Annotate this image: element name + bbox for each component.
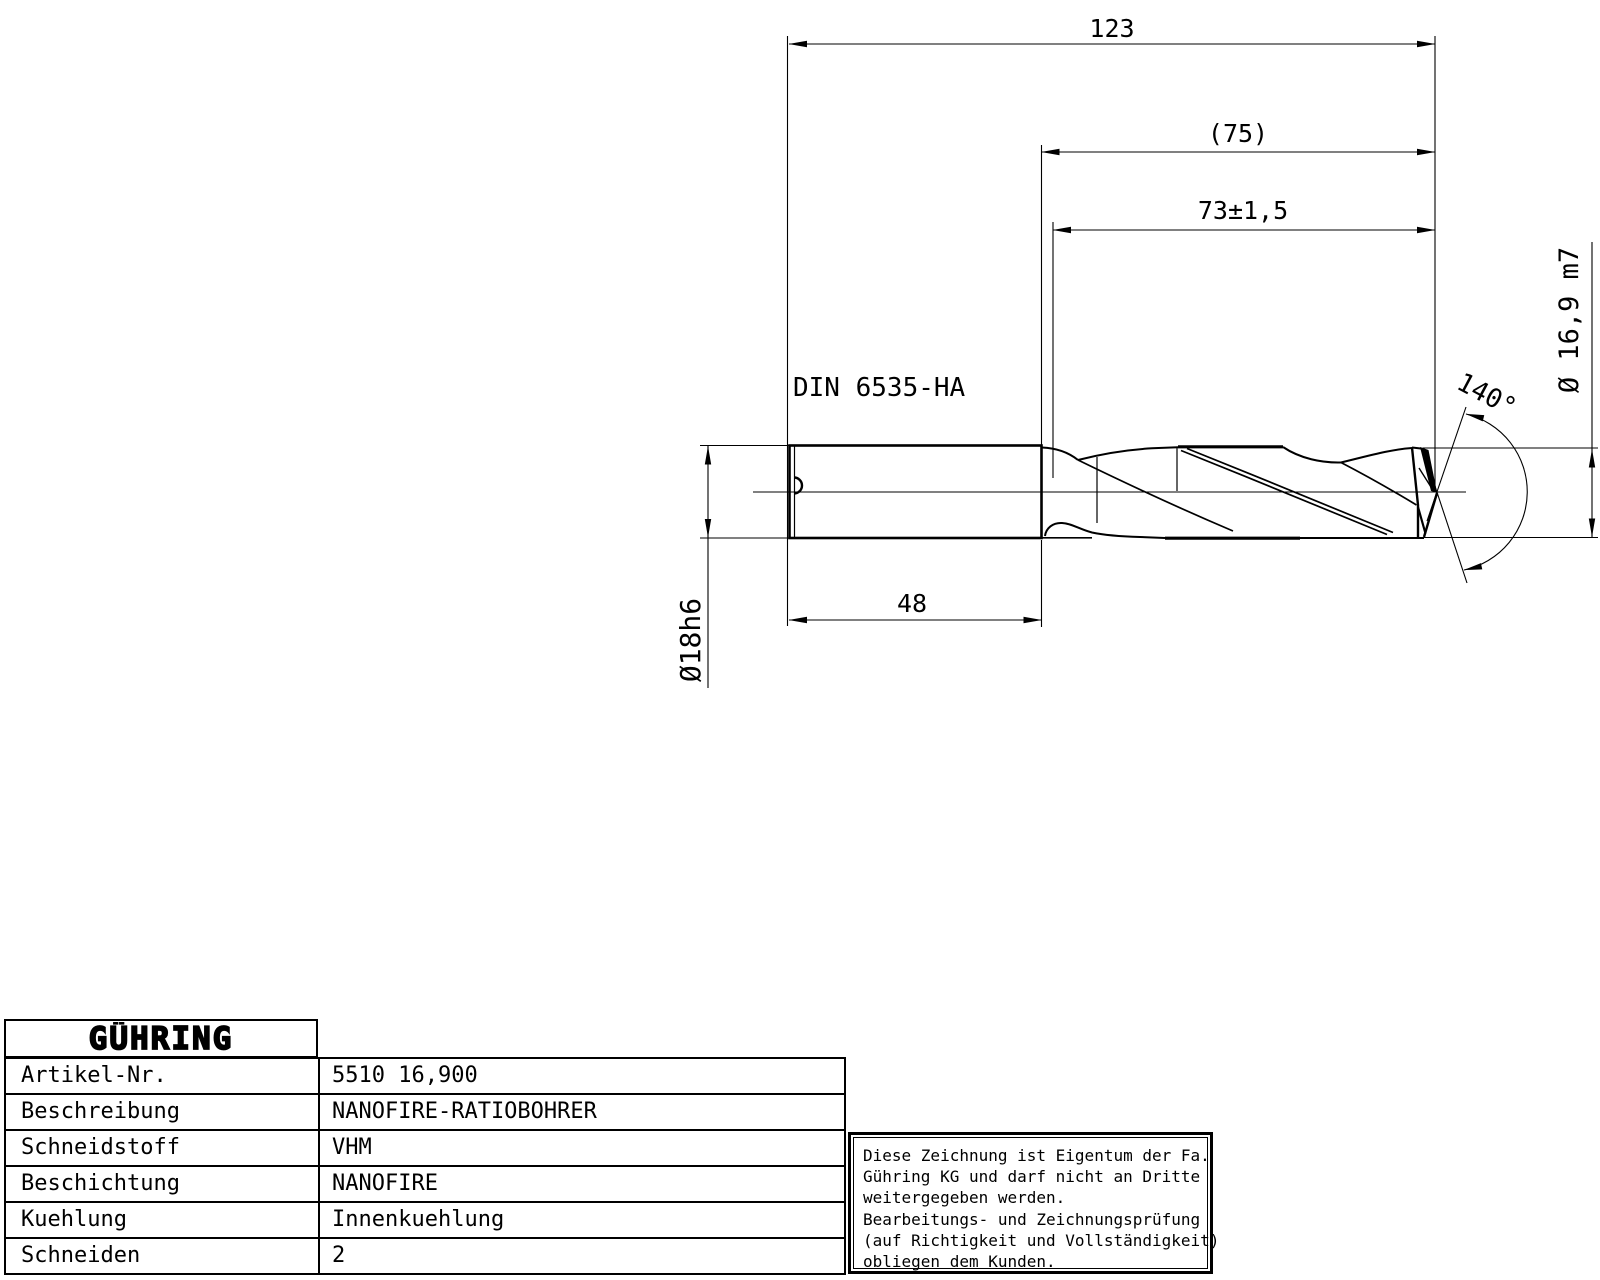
table-row: Beschreibung NANOFIRE-RATIOBOHRER [4,1093,846,1131]
titleblock-label-cell: Kuehlung [4,1201,320,1239]
drill-outline [788,444,1439,540]
disclaimer-line: Gühring KG und darf nicht an Dritte [863,1167,1201,1187]
titleblock-value-cell: NANOFIRE-RATIOBOHRER [318,1093,846,1131]
drill-shank [788,444,1043,540]
shank-standard-label: DIN 6535-HA [793,373,966,403]
logo-cell: GÜHRING [4,1019,318,1058]
dim-point-angle: 140° [1452,367,1521,423]
point-facet-edge [1420,447,1437,493]
dim-flute-length-ref: (75) [1208,119,1268,148]
dimension-lines [700,36,1598,688]
dimension-texts: 123 (75) 73±1,5 DIN 6535-HA 48 Ø18h6 Ø 1… [674,14,1585,682]
brand-logo-graphic: GÜHRING [88,1022,234,1056]
table-row: Schneidstoff VHM [4,1129,846,1167]
dim-overall-length: 123 [1089,14,1134,43]
dim-shank-diameter: Ø18h6 [674,598,707,682]
titleblock-value-cell: Innenkuehlung [318,1201,846,1239]
disclaimer-line: Diese Zeichnung ist Eigentum der Fa. [863,1146,1210,1165]
table-row: Beschichtung NANOFIRE [4,1165,846,1203]
titleblock-value-cell: 2 [318,1237,846,1275]
titleblock-label-cell: Schneiden [4,1237,320,1275]
table-row: Kuehlung Innenkuehlung [4,1201,846,1239]
disclaimer-line: weitergegeben werden. [863,1188,1066,1208]
disclaimer-inner-border: Diese Zeichnung ist Eigentum der Fa. Güh… [853,1137,1220,1272]
titleblock-label-cell: Beschreibung [4,1093,320,1131]
table-row: Artikel-Nr. 5510 16,900 [4,1057,846,1095]
disclaimer-box: Diese Zeichnung ist Eigentum der Fa. Güh… [848,1132,1220,1274]
disclaimer-line: obliegen dem Kunden. [863,1252,1056,1272]
titleblock-value-cell: NANOFIRE [318,1165,846,1203]
title-block-table: Artikel-Nr. 5510 16,900 Beschreibung NAN… [4,1057,846,1275]
brand-logo: GÜHRING [89,1022,234,1056]
titleblock-value-cell: 5510 16,900 [318,1057,846,1095]
disclaimer-line: (auf Richtigkeit und Vollständigkeit) [863,1230,1220,1250]
dim-shank-length: 48 [897,589,927,618]
dim-flute-length: 73±1,5 [1198,196,1288,225]
dim-drill-diameter: Ø 16,9 m7 [1554,247,1585,393]
coolant-hole-detail [793,476,804,495]
titleblock-label-cell: Schneidstoff [4,1129,320,1167]
table-row: Schneiden 2 [4,1237,846,1275]
disclaimer-line: Bearbeitungs- und Zeichnungsprüfung [863,1209,1201,1229]
titleblock-label-cell: Artikel-Nr. [4,1057,320,1095]
titleblock-label-cell: Beschichtung [4,1165,320,1203]
titleblock-value-cell: VHM [318,1129,846,1167]
